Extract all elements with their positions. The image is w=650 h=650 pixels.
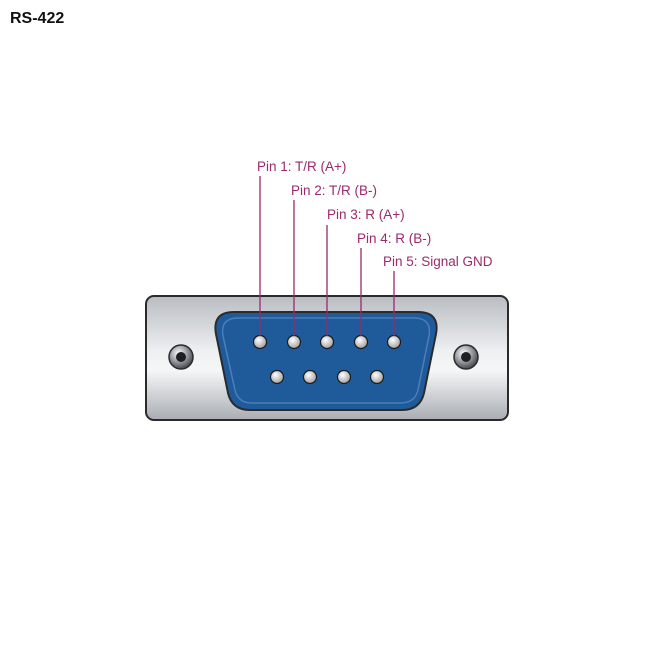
pin-3-label: Pin 3: R (A+) xyxy=(327,207,405,222)
connector-face xyxy=(214,311,438,411)
pin-7 xyxy=(302,369,318,385)
pin-1-label: Pin 1: T/R (A+) xyxy=(257,159,346,174)
pin-8 xyxy=(336,369,352,385)
pin-4 xyxy=(353,334,369,350)
pin-5-label: Pin 5: Signal GND xyxy=(383,254,493,269)
right-screw-icon xyxy=(453,344,479,370)
pin-3 xyxy=(319,334,335,350)
pin-2 xyxy=(286,334,302,350)
pin-6 xyxy=(269,369,285,385)
pin-5 xyxy=(386,334,402,350)
pin-1 xyxy=(252,334,268,350)
page-title: RS-422 xyxy=(10,10,65,27)
pin-4-label: Pin 4: R (B-) xyxy=(357,231,431,246)
left-screw-icon xyxy=(168,344,194,370)
pin-9 xyxy=(369,369,385,385)
pin-2-label: Pin 2: T/R (B-) xyxy=(291,183,377,198)
